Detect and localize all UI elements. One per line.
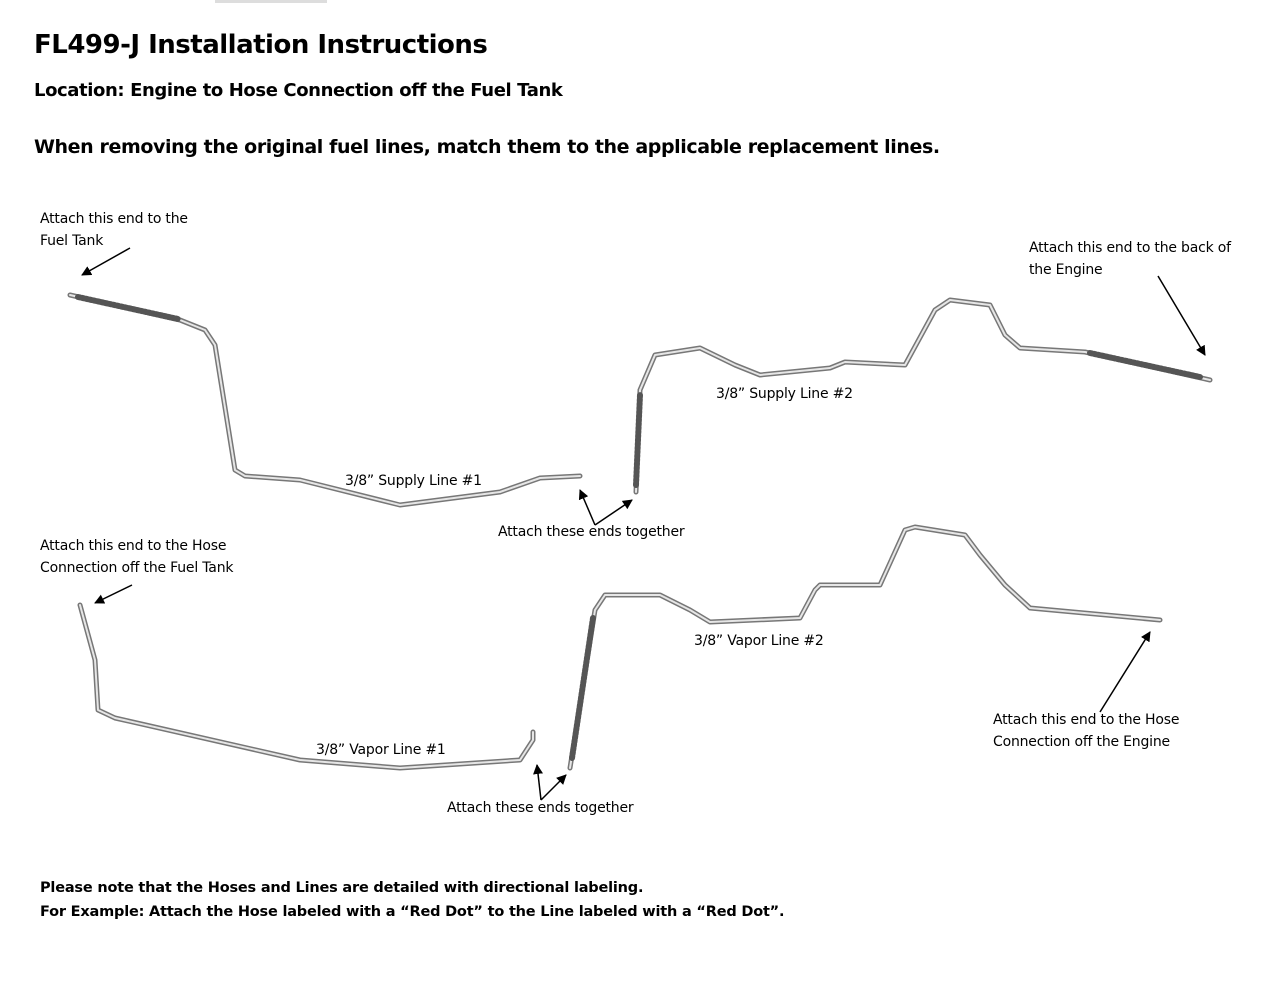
callout-line: Attach this end to the Hose <box>40 538 227 554</box>
label-supply-line-2: 3/8” Supply Line #2 <box>716 386 853 402</box>
arrow-hose-engine <box>1099 631 1151 713</box>
callout-fuel-tank: Attach this end to the Fuel Tank <box>40 208 188 252</box>
arrow-engine <box>1157 275 1206 356</box>
callout-hose-fuel-tank: Attach this end to the Hose Connection o… <box>40 535 233 579</box>
location-subtitle: Location: Engine to Hose Connection off … <box>34 80 563 101</box>
braided-hose <box>569 615 596 761</box>
arrow-hose-fuel-tank <box>94 584 133 604</box>
braided-hose <box>75 294 181 322</box>
label-supply-line-1: 3/8” Supply Line #1 <box>345 473 482 489</box>
vapor-line-2 <box>567 524 1163 771</box>
callout-line: Attach this end to the Hose <box>993 712 1180 728</box>
arrow-together-2a <box>533 764 543 801</box>
arrow-together-2b <box>540 774 567 801</box>
supply-line-2 <box>633 297 1213 495</box>
arrow-together-1b <box>594 499 633 526</box>
label-vapor-line-2: 3/8” Vapor Line #2 <box>694 633 824 649</box>
callout-line: Fuel Tank <box>40 233 104 249</box>
callout-line: Connection off the Engine <box>993 734 1170 750</box>
callout-engine-back: Attach this end to the back of the Engin… <box>1029 237 1231 281</box>
note-directional-labeling: Please note that the Hoses and Lines are… <box>40 880 644 896</box>
top-divider <box>215 0 327 3</box>
note-red-dot-example: For Example: Attach the Hose labeled wit… <box>40 904 785 920</box>
arrow-together-1a <box>578 489 596 526</box>
callout-together-1: Attach these ends together <box>498 524 685 540</box>
callout-line: Attach this end to the <box>40 211 188 227</box>
supply-line-1 <box>67 292 583 508</box>
callout-line: the Engine <box>1029 262 1103 278</box>
braided-hose <box>633 392 643 488</box>
vapor-line-1 <box>77 602 536 771</box>
callout-line: Connection off the Fuel Tank <box>40 560 234 576</box>
instruction-text: When removing the original fuel lines, m… <box>34 136 940 158</box>
arrow-fuel-tank <box>81 247 131 276</box>
callout-line: Attach this end to the back of <box>1029 240 1231 256</box>
page-title: FL499-J Installation Instructions <box>34 30 488 60</box>
callout-together-2: Attach these ends together <box>447 800 634 816</box>
braided-hose <box>1087 350 1203 380</box>
callout-hose-engine: Attach this end to the Hose Connection o… <box>993 709 1179 753</box>
label-vapor-line-1: 3/8” Vapor Line #1 <box>316 742 446 758</box>
